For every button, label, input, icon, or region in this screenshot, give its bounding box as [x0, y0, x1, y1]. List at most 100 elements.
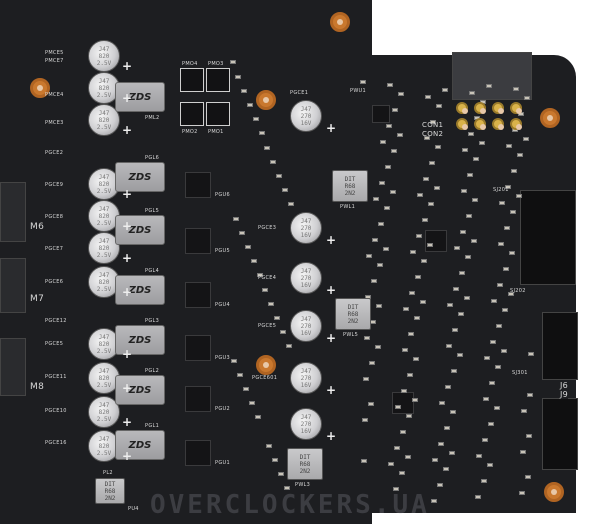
cap-label: PMCE5 [45, 50, 64, 56]
inductor-label: PL2 [103, 470, 113, 476]
smd-component [438, 442, 444, 446]
smd-component [528, 352, 534, 356]
smd-component [257, 273, 263, 277]
choke: ZDS [115, 162, 165, 192]
cap-label: PGCE5 [45, 341, 64, 347]
smd-component [288, 202, 294, 206]
cap-marking: 820 [98, 180, 110, 188]
smd-component [360, 80, 366, 84]
smd-component [375, 345, 381, 349]
connector-pin [474, 118, 486, 130]
smd-component [408, 332, 414, 336]
smd-component [489, 381, 495, 385]
smd-component [400, 430, 406, 434]
smd-component [502, 308, 508, 312]
smd-component [496, 324, 502, 328]
smd-component [406, 414, 412, 418]
smd-component [525, 475, 531, 479]
smd-component [487, 463, 493, 467]
smd-component [510, 210, 516, 214]
plus-marking: + [122, 187, 133, 201]
inductor-marking: 2N2 [347, 317, 359, 325]
choke-label: PGL6 [145, 155, 160, 161]
choke: ZDS [115, 215, 165, 245]
choke: ZDS [115, 375, 165, 405]
inductor-marking: R68 [299, 460, 311, 468]
smd-component [427, 243, 433, 247]
smd-component [416, 234, 422, 238]
smd-component [413, 357, 419, 361]
cap-label: PGCE3 [258, 225, 277, 231]
smd-component [458, 312, 464, 316]
smd-component [501, 349, 507, 353]
choke-label: PGL2 [145, 368, 160, 374]
smd-component [460, 230, 466, 234]
mosfet [180, 68, 204, 92]
smd-component [401, 389, 407, 393]
plus-marking: + [122, 381, 133, 395]
sj201-label: SJ201 [493, 187, 509, 193]
plus-marking: + [326, 121, 337, 135]
cap-marking: J47 [98, 435, 110, 443]
choke-logo: ZDS [128, 224, 152, 236]
cap-marking: 2.5V [96, 381, 112, 389]
smd-component [417, 193, 423, 197]
cap-marking: J47 [98, 333, 110, 341]
choke-logo: ZDS [128, 334, 152, 346]
smd-component [376, 304, 382, 308]
choke-logo: ZDS [128, 91, 152, 103]
cap-marking: 270 [300, 274, 312, 282]
sj202-label: SJ202 [510, 288, 526, 294]
driver-label: PGU3 [215, 355, 230, 361]
cap-label: PGCE9 [45, 182, 64, 188]
smd-component [378, 222, 384, 226]
inductor-label: PWL3 [295, 482, 311, 488]
smd-component [524, 96, 530, 100]
smd-component [386, 124, 392, 128]
smd-component [494, 406, 500, 410]
cap-marking: 270 [300, 224, 312, 232]
memory-chip-m8 [0, 338, 26, 396]
choke-label: PGL4 [145, 268, 160, 274]
cap-marking: 820 [98, 52, 110, 60]
cap-marking: J47 [300, 413, 312, 421]
cap-label: PMCE7 [45, 58, 64, 64]
choke: ZDS [115, 430, 165, 460]
cap-marking: J47 [98, 77, 110, 85]
cap-marking: 2.5V [96, 123, 112, 131]
smd-component [422, 218, 428, 222]
con2-label: CON2 [422, 130, 444, 138]
cap-marking: 820 [98, 84, 110, 92]
smd-component [369, 361, 375, 365]
memory-chip-m6 [0, 182, 26, 242]
inductor-marking: R68 [344, 182, 356, 190]
cap-marking: J47 [300, 217, 312, 225]
smd-component [237, 373, 243, 377]
controller-chip [425, 230, 447, 252]
smd-component [388, 462, 394, 466]
cap-label: PMCE4 [45, 92, 64, 98]
cap-label: PGCE4 [258, 275, 277, 281]
connector-pin [510, 118, 522, 130]
smd-component [444, 426, 450, 430]
smd-component [472, 198, 478, 202]
driver-ic [185, 282, 211, 308]
inductor-marking: 2N2 [104, 494, 116, 502]
header-sj201 [520, 190, 576, 285]
cap-marking: 16V [300, 281, 312, 289]
smd-component [467, 173, 473, 177]
smd-component [377, 263, 383, 267]
smd-component [379, 181, 385, 185]
smd-component [245, 245, 251, 249]
smd-component [407, 373, 413, 377]
driver-ic [185, 172, 211, 198]
connector-pin [510, 102, 522, 114]
smd-component [395, 405, 401, 409]
smd-component [235, 75, 241, 79]
choke-logo: ZDS [128, 171, 152, 183]
smd-component [451, 369, 457, 373]
smd-component [409, 291, 415, 295]
smd-component [498, 242, 504, 246]
